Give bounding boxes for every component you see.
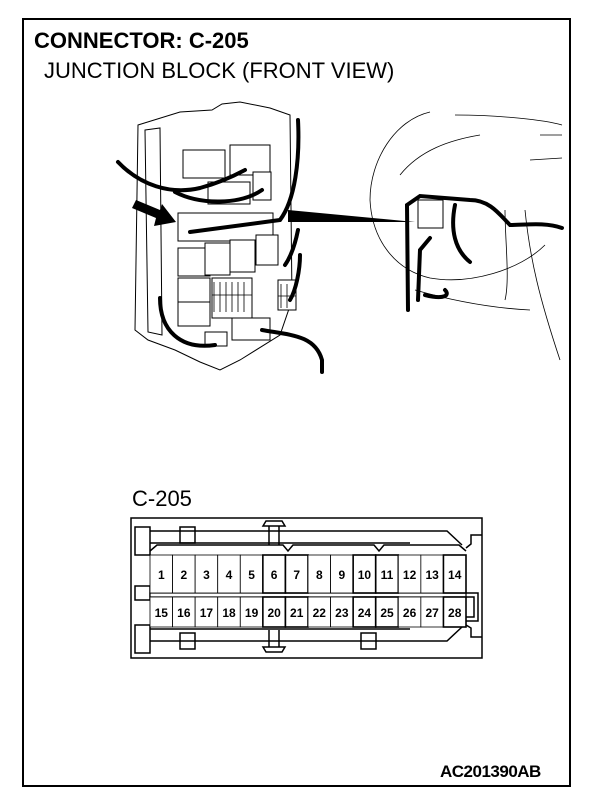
left-latch [134, 585, 151, 601]
pin-number: 9 [339, 568, 346, 582]
steering-column-view [369, 111, 563, 361]
pin-number: 2 [181, 568, 188, 582]
pin-number: 21 [290, 606, 304, 620]
pin-number: 8 [316, 568, 323, 582]
pin-number: 10 [358, 568, 372, 582]
connector-outline [130, 517, 483, 659]
left-latch [134, 624, 151, 654]
pin-number: 3 [203, 568, 210, 582]
pin-number: 24 [358, 606, 372, 620]
pin-number: 15 [155, 606, 169, 620]
pin-number: 17 [200, 606, 214, 620]
pin-number: 18 [222, 606, 236, 620]
left-latch [134, 526, 151, 556]
pin-number: 26 [403, 606, 417, 620]
pin-number: 20 [267, 606, 281, 620]
guide-rib [179, 526, 196, 544]
wire-harness [116, 118, 324, 374]
pin-number: 23 [335, 606, 349, 620]
diagram-frame [22, 18, 571, 787]
pin-number: 27 [425, 606, 439, 620]
location-harness [404, 193, 564, 312]
connector-face-label: C-205 [132, 486, 192, 511]
pin-number: 19 [245, 606, 259, 620]
pin-number: 22 [313, 606, 327, 620]
connector-subtitle: JUNCTION BLOCK (FRONT VIEW) [44, 58, 395, 83]
connector-title: CONNECTOR: C-205 [34, 28, 249, 53]
pin-number: 1 [158, 568, 165, 582]
pin-number: 11 [381, 568, 394, 582]
pin-cavity [442, 554, 467, 594]
reference-code: AC201390AB [440, 762, 541, 781]
pin-number: 28 [448, 606, 462, 620]
arrow-icon [132, 200, 176, 226]
pin-number: 6 [271, 568, 278, 582]
pin-number: 13 [425, 568, 439, 582]
pin-number: 5 [248, 568, 255, 582]
pin-number: 14 [448, 568, 462, 582]
relay-socket [182, 149, 226, 179]
pin-number: 7 [293, 568, 300, 582]
pin-cavity [442, 596, 467, 628]
fuse-grid [212, 282, 296, 312]
pin-number: 16 [177, 606, 191, 620]
pin-number: 25 [380, 606, 394, 620]
connector-in-place [417, 199, 444, 229]
relay-socket [229, 144, 271, 176]
pointer-wedge [288, 210, 415, 222]
pin-number: 12 [403, 568, 417, 582]
pin-number: 4 [226, 568, 233, 582]
